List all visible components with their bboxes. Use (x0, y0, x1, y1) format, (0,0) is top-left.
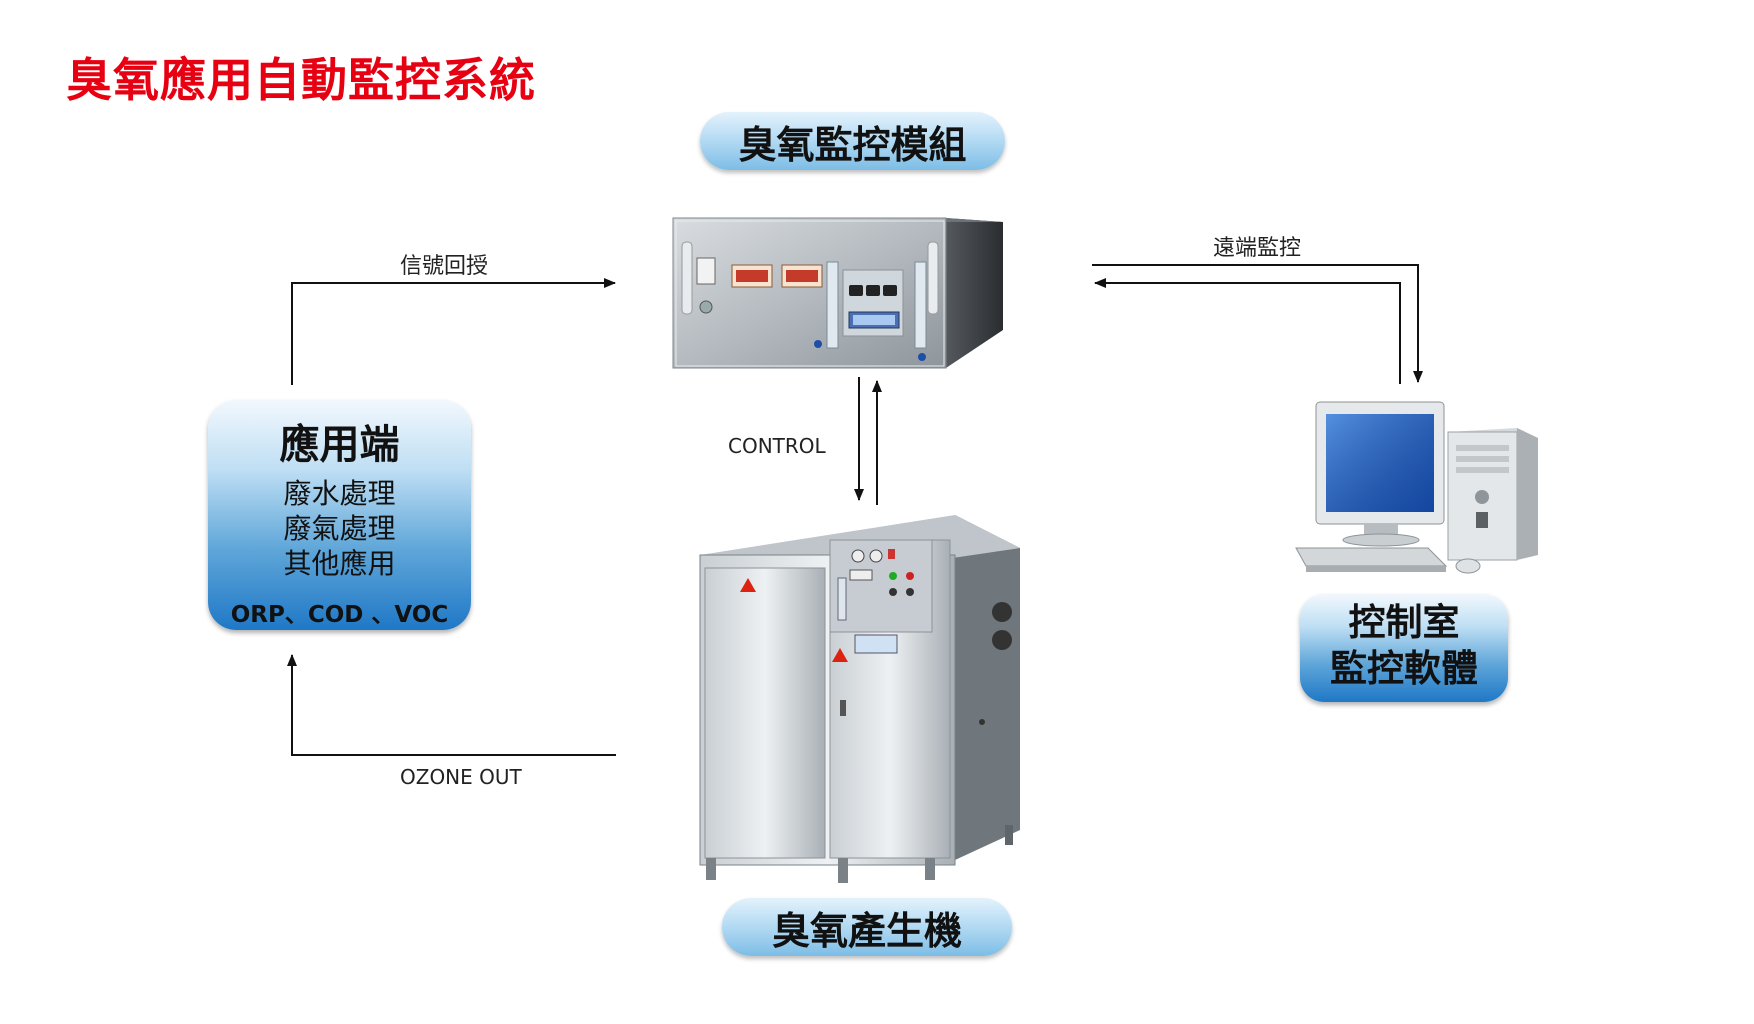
application-line: 廢氣處理 (283, 512, 396, 545)
application-heading: 應用端 (279, 422, 400, 468)
label-ozone-out: OZONE OUT (400, 765, 522, 789)
arrow-remote-up (1094, 278, 1401, 384)
arrow-feedback (291, 278, 616, 385)
label-control: CONTROL (728, 434, 826, 458)
label-remote: 遠端監控 (1213, 236, 1302, 261)
application-metrics: ORP、COD 、VOC (230, 602, 449, 628)
diagram-title: 臭氧應用自動監控系統 (66, 53, 536, 107)
label-feedback: 信號回授 (400, 254, 489, 279)
node-application: 應用端 廢水處理 廢氣處理 其他應用 ORP、COD 、VOC (208, 400, 471, 630)
control-room-line: 控制室 (1348, 601, 1460, 644)
node-monitor-module-label: 臭氧監控模組 (738, 122, 967, 167)
application-line: 廢水處理 (283, 477, 396, 510)
node-control-room: 控制室 監控軟體 (1300, 594, 1508, 702)
arrow-ozone-out (287, 654, 616, 756)
control-room-line: 監控軟體 (1330, 647, 1478, 690)
node-monitor-module: 臭氧監控模組 (700, 112, 1005, 170)
node-generator-label: 臭氧產生機 (771, 908, 962, 953)
arrow-remote-down (1092, 264, 1423, 383)
application-line: 其他應用 (283, 547, 396, 580)
node-generator: 臭氧產生機 (722, 898, 1012, 956)
